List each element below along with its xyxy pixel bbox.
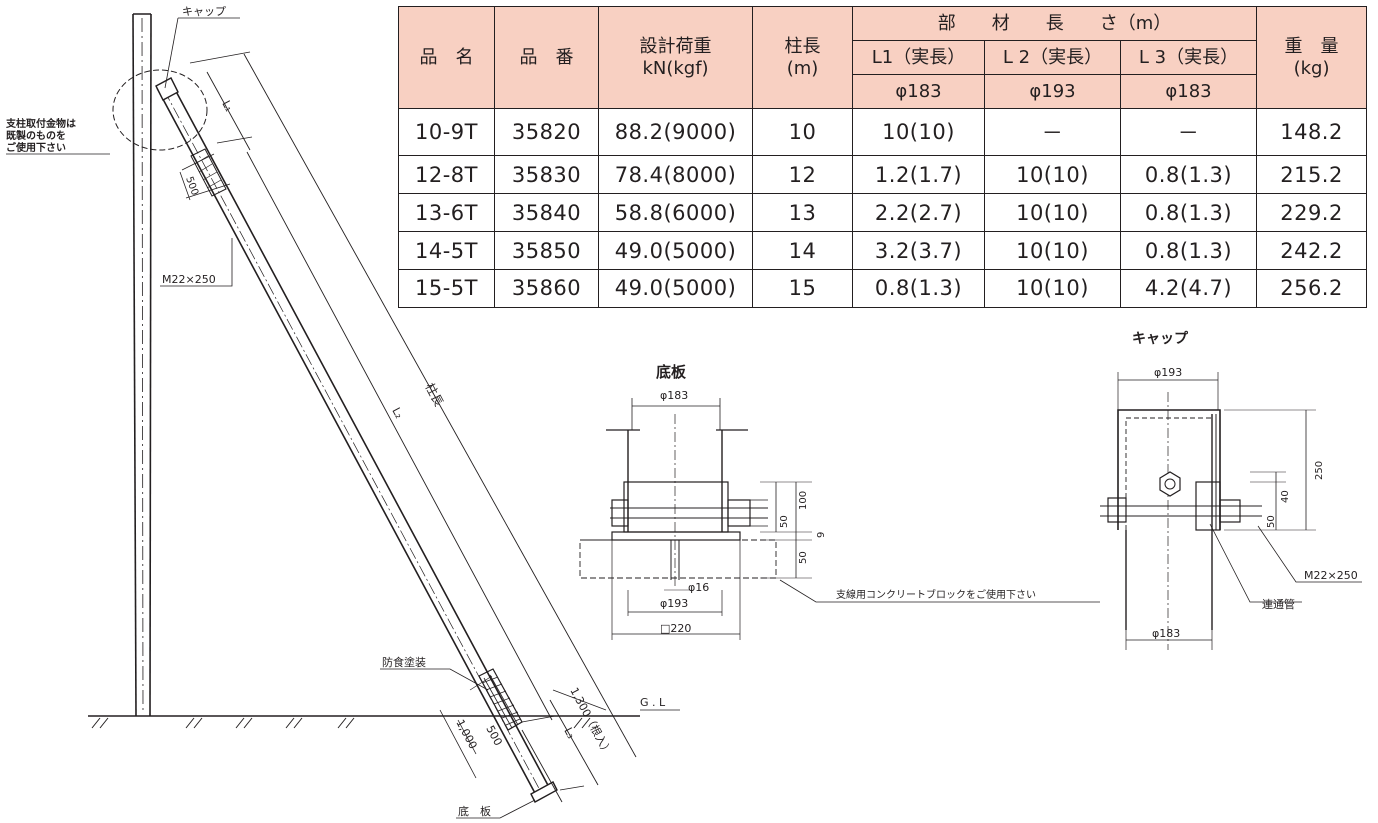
cap-dim-d183: φ183	[1152, 627, 1180, 640]
dim-500-upper: 500	[183, 175, 200, 197]
cap-pipe-label: 連通管	[1262, 597, 1295, 611]
bolt-label-main: M22×250	[162, 273, 216, 286]
cell-load: 58.8(6000)	[598, 193, 753, 233]
header-d2: φ193	[984, 74, 1121, 109]
l3-label: L₃	[561, 725, 577, 740]
gl-label: G . L	[640, 696, 666, 709]
cell-weight: 242.2	[1256, 231, 1368, 270]
cell-pole: 13	[752, 193, 853, 233]
cell-weight: 148.2	[1256, 107, 1368, 157]
cell-pole: 12	[752, 155, 853, 195]
cell-number: 35850	[494, 231, 599, 270]
base-detail-title: 底板	[656, 363, 687, 381]
cell-pole: 14	[752, 231, 853, 270]
cell-name: 12-8T	[398, 155, 495, 195]
cell-l1: 3.2(3.7)	[852, 231, 985, 270]
header-number: 品 番	[494, 6, 599, 109]
base-block-note: 支線用コンクリートブロックをご使用下さい	[836, 588, 1036, 601]
base-dim-9: 9	[816, 532, 827, 538]
table-row: 12-8T 35830 78.4(8000) 12 1.2(1.7) 10(10…	[398, 155, 1368, 195]
cell-load: 49.0(5000)	[598, 268, 753, 309]
base-plate-detail	[579, 398, 1100, 640]
cell-l3: 0.8(1.3)	[1119, 155, 1258, 195]
cap-bolt-label: M22×250	[1304, 569, 1358, 582]
note-line-3: ご使用下さい	[6, 141, 66, 154]
header-load: 設計荷重 kN(kgf)	[598, 6, 753, 109]
cell-name: 13-6T	[398, 193, 495, 233]
cap-detail	[1100, 372, 1362, 650]
embed-label: 1,300（根入）	[567, 685, 615, 758]
cell-l1: 10(10)	[852, 107, 985, 157]
base-dim-50a: 50	[779, 515, 790, 528]
cap-dim-40: 40	[1280, 490, 1291, 503]
cell-l2: 10(10)	[984, 193, 1121, 233]
header-member-length: 部 材 長 さ（m）	[851, 6, 1258, 41]
cell-weight: 215.2	[1256, 155, 1368, 195]
header-pole-length: 柱長 (m)	[752, 6, 853, 109]
table-row: 10-9T 35820 88.2(9000) 10 10(10) － － 148…	[398, 107, 1368, 157]
cell-number: 35830	[494, 155, 599, 195]
table-row: 14-5T 35850 49.0(5000) 14 3.2(3.7) 10(10…	[398, 231, 1368, 270]
cell-pole: 15	[752, 268, 853, 309]
cell-l3: 0.8(1.3)	[1119, 231, 1258, 270]
l1-label: L₁	[219, 98, 235, 113]
cell-l2: 10(10)	[984, 231, 1121, 270]
note-line-2: 既製のものを	[6, 129, 66, 142]
cell-name: 14-5T	[398, 231, 495, 270]
base-dim-50b: 50	[798, 551, 809, 564]
base-dim-d16: φ16	[688, 581, 709, 594]
cell-weight: 229.2	[1256, 193, 1368, 233]
header-weight: 重 量 (kg)	[1256, 6, 1368, 109]
cap-detail-title: キャップ	[1132, 331, 1189, 347]
cell-l2: －	[984, 107, 1121, 157]
table-row: 15-5T 35860 49.0(5000) 15 0.8(1.3) 10(10…	[398, 268, 1368, 309]
header-l3: L 3（実長）	[1119, 40, 1258, 75]
cell-l1: 0.8(1.3)	[852, 268, 985, 309]
dim-1000: 1,000	[453, 717, 479, 751]
main-pole-drawing	[6, 13, 680, 819]
base-dim-sq220: □220	[660, 622, 691, 635]
cell-l2: 10(10)	[984, 155, 1121, 195]
cell-number: 35860	[494, 268, 599, 309]
coating-label: 防食塗装	[382, 655, 426, 669]
header-l1: L1（実長）	[852, 40, 985, 75]
cell-l2: 10(10)	[984, 268, 1121, 309]
cell-pole: 10	[752, 107, 853, 157]
cell-name: 15-5T	[398, 268, 495, 309]
spec-table: 品 名 品 番 設計荷重 kN(kgf) 柱長 (m) 部 材 長 さ（m） 重…	[398, 6, 1368, 309]
cell-load: 49.0(5000)	[598, 231, 753, 270]
table-row: 13-6T 35840 58.8(6000) 13 2.2(2.7) 10(10…	[398, 193, 1368, 233]
header-name: 品 名	[398, 6, 495, 109]
cell-weight: 256.2	[1256, 268, 1368, 309]
cap-dim-50: 50	[1266, 515, 1277, 528]
cell-l3: －	[1119, 107, 1258, 157]
cap-label: キャップ	[182, 5, 226, 18]
base-dim-d193: φ193	[660, 597, 688, 610]
header-d3: φ183	[1119, 74, 1258, 109]
cell-l1: 1.2(1.7)	[852, 155, 985, 195]
header-l2: L 2（実長）	[984, 40, 1121, 75]
cap-dim-250: 250	[1314, 461, 1325, 480]
cell-l3: 0.8(1.3)	[1119, 193, 1258, 233]
dim-500-lower: 500	[483, 723, 504, 748]
cell-load: 88.2(9000)	[598, 107, 753, 157]
cell-number: 35820	[494, 107, 599, 157]
base-label: 底 板	[458, 804, 491, 818]
base-dim-100: 100	[798, 491, 809, 510]
base-dim-d183: φ183	[660, 389, 688, 402]
cap-dim-d193: φ193	[1154, 366, 1182, 379]
header-d1: φ183	[852, 74, 985, 109]
cell-number: 35840	[494, 193, 599, 233]
l2-label: L₂	[389, 405, 405, 420]
cell-name: 10-9T	[398, 107, 495, 157]
pole-length-label: 柱長	[422, 380, 447, 408]
cell-l1: 2.2(2.7)	[852, 193, 985, 233]
cell-load: 78.4(8000)	[598, 155, 753, 195]
cell-l3: 4.2(4.7)	[1119, 268, 1258, 309]
note-line-1: 支柱取付金物は	[5, 117, 76, 130]
